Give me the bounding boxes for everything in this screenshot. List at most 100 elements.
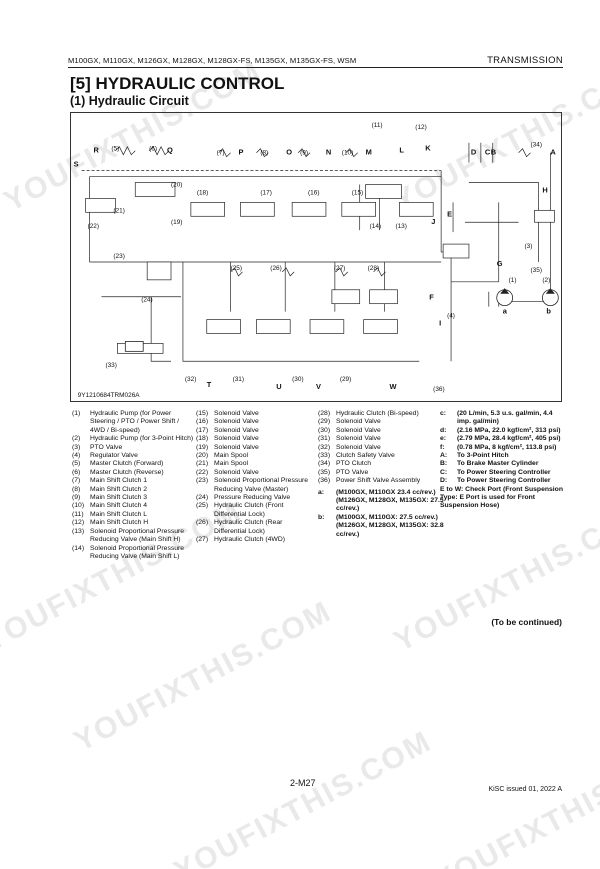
legend-text: (2.16 MPa, 22.0 kgf/cm², 313 psi) <box>457 426 561 434</box>
legend-number: (7) <box>72 477 81 485</box>
legend-number: (23) <box>196 477 209 485</box>
legend-text: Solenoid Valve <box>336 435 381 443</box>
port-letter-m: M <box>366 148 372 157</box>
legend-item: (16)Solenoid Valve <box>196 418 316 426</box>
legend-item: (11)Main Shift Clutch L <box>72 511 194 519</box>
legend-text: Solenoid Valve <box>214 443 259 451</box>
callout: (33) <box>105 362 116 369</box>
legend-text: Solenoid Valve <box>336 418 381 426</box>
legend-text: Power Shift Valve Assembly <box>336 477 421 485</box>
legend-number: (16) <box>196 418 209 426</box>
legend-number: (21) <box>196 460 209 468</box>
legend-item: a:(M100GX, M110GX 23.4 cc/rev.) (M126GX,… <box>318 489 456 514</box>
legend-number: (28) <box>318 410 331 417</box>
legend-text: Main Spool <box>214 460 249 468</box>
legend-number: c: <box>440 410 447 417</box>
legend-item: (33)Clutch Safety Valve <box>318 452 456 460</box>
legend-item: (28) Hydraulic Clutch (Bi-speed) <box>318 410 456 418</box>
legend-number: (26) <box>196 519 209 527</box>
callout: (12) <box>415 124 426 131</box>
port-letter-f: F <box>429 293 434 302</box>
legend-text: Main Shift Clutch H <box>90 519 149 527</box>
callout: (28) <box>368 265 379 272</box>
legend-number: D: <box>440 477 448 485</box>
legend-item: (18)Solenoid Valve <box>196 435 316 443</box>
legend-item: (9)Main Shift Clutch 3 <box>72 494 194 502</box>
port-letter-p: P <box>239 148 244 157</box>
port-letter-s: S <box>74 160 79 169</box>
legend-number: a: <box>318 488 325 496</box>
issue-note: KiSC issued 01, 2022 A <box>488 786 562 793</box>
port-letter-e: E <box>447 209 452 218</box>
legend-number: (30) <box>318 426 331 434</box>
callout: (10) <box>342 150 353 157</box>
legend-text: Solenoid Valve <box>214 435 259 443</box>
port-letter-d: D <box>471 148 477 157</box>
legend-item: (36)Power Shift Valve Assembly <box>318 477 456 485</box>
legend-item: (21) Main Spool <box>196 460 316 468</box>
legend-text: To 3-Point Hitch <box>457 452 509 460</box>
legend-item: (32)Solenoid Valve <box>318 444 456 452</box>
port-letter-i: I <box>439 319 441 328</box>
legend-text: Solenoid Proportional Pressure Reducing … <box>90 527 185 544</box>
legend-number: (35) <box>318 468 331 476</box>
legend-text: Solenoid Proportional Pressure Reducing … <box>90 544 185 560</box>
legend-item: (3)PTO Valve <box>72 444 194 452</box>
legend-column-2: (15)Solenoid Valve (16)Solenoid Valve (1… <box>196 410 316 545</box>
port-letter-n: N <box>326 148 331 157</box>
legend-text: To Brake Master Cylinder <box>457 460 539 468</box>
legend-number: (8) <box>72 485 81 493</box>
callout: (3) <box>525 243 533 250</box>
callout: (7) <box>217 150 225 157</box>
legend-item: (10)Main Shift Clutch 4 <box>72 502 194 510</box>
port-letter-j: J <box>431 217 435 226</box>
watermark: YOUFIXTHIS.COM <box>68 594 338 759</box>
page-number: 2-M27 <box>290 778 316 788</box>
legend-item: (29)Solenoid Valve <box>318 418 456 426</box>
legend-text: PTO Clutch <box>336 460 372 468</box>
legend-text: Solenoid Valve <box>214 410 259 417</box>
callout: (15) <box>352 189 363 196</box>
legend-text: Main Shift Clutch 4 <box>90 502 148 510</box>
legend-number: (14) <box>72 544 85 552</box>
legend-number: (17) <box>196 426 209 434</box>
legend-item: (13) Solenoid Proportional Pressure Reduc… <box>72 528 194 545</box>
legend-item: c: (20 L/min, 5.3 u.s. gal/min, 4.4 imp. … <box>440 410 564 427</box>
port-letter-o: O <box>286 148 292 157</box>
callout: (34) <box>531 142 542 149</box>
legend-text: Hydraulic Clutch (Front Differential Loc… <box>214 502 284 518</box>
legend-text: Solenoid Valve <box>336 426 381 434</box>
callout: (4) <box>447 313 455 320</box>
legend-item: B:To Brake Master Cylinder <box>440 460 564 468</box>
legend-text: Solenoid Valve <box>336 443 381 451</box>
legend-number: (34) <box>318 460 331 468</box>
legend-item: (31)Solenoid Valve <box>318 435 456 443</box>
legend-text: Hydraulic Clutch (Bi-speed) <box>336 410 419 417</box>
legend-text: (20 L/min, 5.3 u.s. gal/min, 4.4 imp. ga… <box>457 410 553 426</box>
to-be-continued: (To be continued) <box>491 617 562 627</box>
legend-column-1: (1)Hydraulic Pump (for Power Steering / … <box>72 410 194 561</box>
legend-number: (13) <box>72 527 85 535</box>
legend-text: Main Shift Clutch 1 <box>90 477 148 485</box>
legend-item: (20)Main Spool <box>196 452 316 460</box>
callout: (20) <box>171 181 182 188</box>
legend-number: (27) <box>196 536 209 544</box>
legend-item: (2)Hydraulic Pump (for 3-Point Hitch) <box>72 435 194 443</box>
callout: (22) <box>88 223 99 230</box>
callout: (9) <box>300 150 308 157</box>
legend-text: Master Clutch (Forward) <box>90 460 164 468</box>
legend-number: (22) <box>196 468 209 476</box>
callout-numbers: (1) (2) (3) (4) (5) (6) (7) (8) (9) (10)… <box>88 122 551 393</box>
port-letter-a: A <box>550 148 556 157</box>
clutch-symbols <box>115 145 531 277</box>
legend-number: (24) <box>196 494 209 502</box>
upper-valve-blocks <box>85 182 555 281</box>
legend-item: d:(2.16 MPa, 22.0 kgf/cm², 313 psi) <box>440 427 564 435</box>
port-letter-b: B <box>491 148 497 157</box>
port-letter-q: Q <box>167 146 173 155</box>
legend-text: Regulator Valve <box>90 452 138 460</box>
legend-item: E to W: Check Port (Front Suspension Typ… <box>440 486 564 511</box>
legend-item: (23)Solenoid Proportional Pressure Reduc… <box>196 477 316 494</box>
legend-item: D:To Power Steering Controller <box>440 477 564 485</box>
legend-number: f: <box>440 443 445 451</box>
